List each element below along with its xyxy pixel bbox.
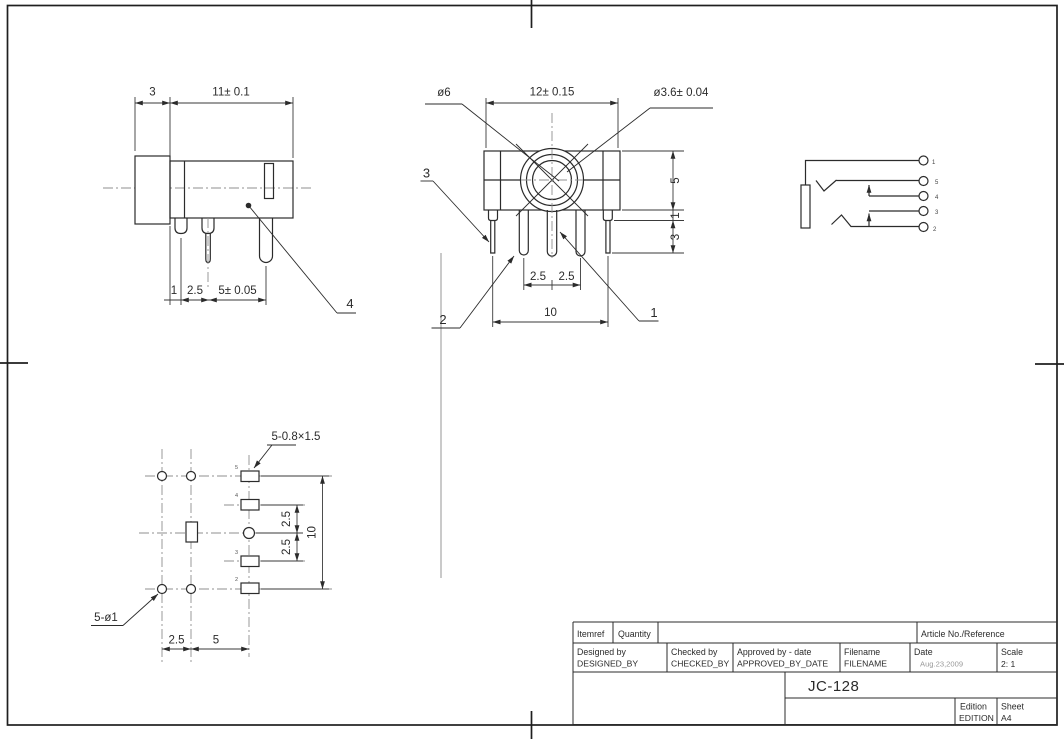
edition-value: EDITION <box>959 713 994 723</box>
mount-hole <box>156 470 168 482</box>
pin-label-2: 2 <box>933 227 937 233</box>
leader-label-4: 4 <box>346 296 353 311</box>
center-slot <box>185 521 199 543</box>
pad-slot-4 <box>240 498 260 511</box>
sheet-label: Sheet <box>1001 702 1025 712</box>
checked-by-label: Checked by <box>671 647 718 657</box>
front-view-geometry <box>483 113 621 258</box>
leader-label-holes: 5-ø1 <box>94 612 118 624</box>
sleeve-symbol <box>800 184 811 229</box>
pin-terminal-5 <box>918 175 929 187</box>
dim-label-flange: 3 <box>149 87 155 99</box>
designed-by-label: Designed by <box>577 647 627 657</box>
dim-label-pad-span: 10 <box>307 526 319 539</box>
dim-label-pin-pitch: 2.5 <box>187 285 203 297</box>
pad-slot-3 <box>240 555 260 568</box>
dim-label-pitch-right: 2.5 <box>559 271 575 283</box>
front-view-dimensions: 12± 0.15 ø6 ø3.6± 0.04 5 1 3 2.5 2.5 <box>420 87 713 329</box>
filename-value: FILENAME <box>844 659 887 669</box>
approved-by-value: APPROVED_BY_DATE <box>737 659 828 669</box>
footprint-geometry: 5 4 3 2 <box>156 465 260 595</box>
mount-hole <box>185 583 197 595</box>
pad-hole-center <box>242 526 256 540</box>
dim-label-pitch-left: 2.5 <box>530 271 546 283</box>
dim-label-pad-pitch-2: 2.5 <box>281 539 293 555</box>
audio-jack-schematic: 1 5 4 3 2 <box>800 155 939 233</box>
title-block: Itemref Quantity Article No./Reference D… <box>572 621 1057 725</box>
dim-label-outer-dia: ø6 <box>437 87 450 99</box>
itemref-label: Itemref <box>577 629 605 639</box>
dim-label-span-10: 10 <box>544 307 557 319</box>
side-view-dimensions: 3 11± 0.1 1 2.5 5± 0.05 4 <box>134 87 356 314</box>
date-label: Date <box>914 647 933 657</box>
pin-label-1: 1 <box>932 160 936 166</box>
pad-label-5: 5 <box>235 465 238 471</box>
pin-label-4: 4 <box>935 195 939 201</box>
quantity-label: Quantity <box>618 629 651 639</box>
footprint-view: 5 4 3 2 2.5 2.5 10 2.5 5 5-0.8×1.5 5-ø1 <box>91 431 332 662</box>
dim-label-pinlen-3: 3 <box>670 234 682 240</box>
dim-label-pin-span: 5± 0.05 <box>218 285 256 297</box>
pad-slot-5 <box>240 470 260 483</box>
approved-by-label: Approved by - date <box>737 647 811 657</box>
pad-label-3: 3 <box>235 550 238 556</box>
pin-terminal-4 <box>918 190 929 202</box>
dim-label-inner-dia: ø3.6± 0.04 <box>654 87 710 99</box>
pin-terminal-1 <box>918 155 929 166</box>
pad-label-4: 4 <box>235 493 238 499</box>
date-value: Aug.23,2009 <box>920 660 963 669</box>
pin-terminal-3 <box>918 205 929 217</box>
leader-label-1: 1 <box>650 305 657 320</box>
edition-label: Edition <box>960 702 987 712</box>
scale-value: 2: 1 <box>1001 659 1016 669</box>
pin-label-3: 3 <box>935 210 939 216</box>
leader-label-slots: 5-0.8×1.5 <box>272 431 321 443</box>
leader-label-3: 3 <box>423 166 430 181</box>
article-label: Article No./Reference <box>921 629 1005 639</box>
pin-label-5: 5 <box>935 180 939 186</box>
filename-label: Filename <box>844 647 880 657</box>
sheet-value: A4 <box>1001 713 1012 723</box>
dim-label-col-span: 5 <box>213 635 219 647</box>
dim-label-pin-offset: 1 <box>171 285 177 297</box>
dim-label-front-width: 12± 0.15 <box>530 87 575 99</box>
checked-by-value: CHECKED_BY <box>671 659 730 669</box>
dim-label-height-5: 5 <box>670 177 682 183</box>
scale-label: Scale <box>1001 647 1023 657</box>
dim-label-step-1: 1 <box>670 212 682 218</box>
drawing-number: JC-128 <box>808 678 859 695</box>
footprint-dimensions: 2.5 2.5 10 2.5 5 5-0.8×1.5 5-ø1 <box>91 431 329 652</box>
designed-by-value: DESIGNED_BY <box>577 659 638 669</box>
dim-label-pad-pitch-1: 2.5 <box>281 511 293 527</box>
pin-terminal-2 <box>918 221 929 233</box>
side-view-geometry <box>103 155 312 290</box>
mount-hole <box>185 470 197 482</box>
dim-label-body-width: 11± 0.1 <box>212 87 249 99</box>
pad-slot-2 <box>240 582 260 595</box>
front-view: 12± 0.15 ø6 ø3.6± 0.04 5 1 3 2.5 2.5 <box>420 87 713 329</box>
mount-hole <box>156 583 168 595</box>
dim-label-col-pitch: 2.5 <box>169 635 185 647</box>
leader-label-2: 2 <box>439 312 446 327</box>
pad-label-2: 2 <box>235 577 238 583</box>
side-view: 3 11± 0.1 1 2.5 5± 0.05 4 <box>103 87 356 314</box>
